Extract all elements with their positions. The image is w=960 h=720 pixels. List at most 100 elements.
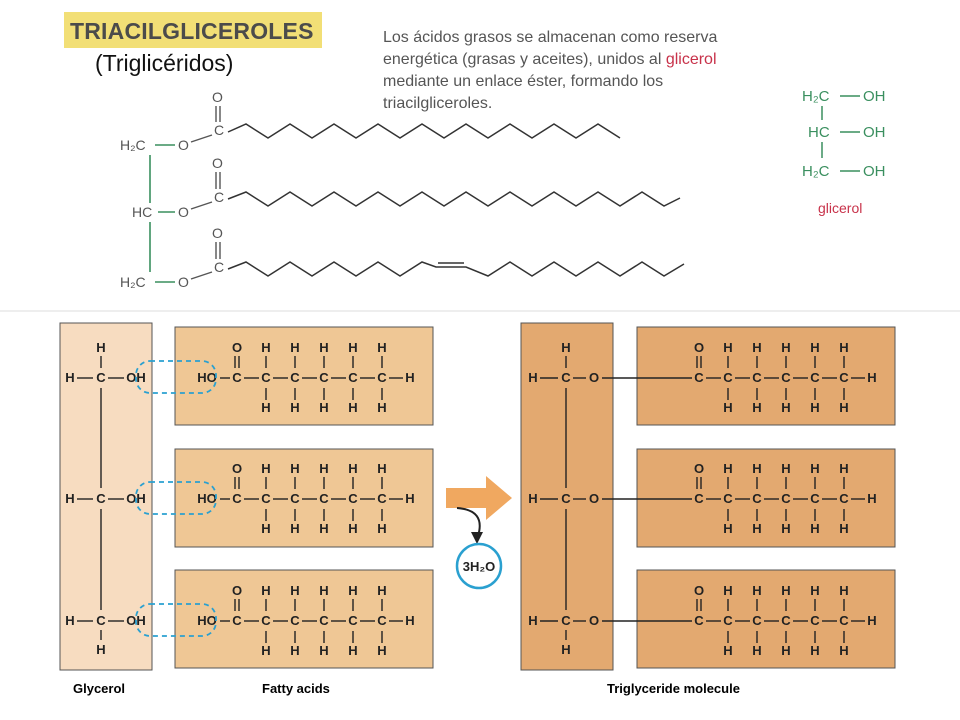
svg-text:HC: HC: [808, 124, 830, 141]
svg-text:H₂C: H₂C: [802, 88, 830, 105]
atom-label: C: [261, 370, 271, 385]
atom-label: H: [319, 583, 328, 598]
atom-label: H: [839, 521, 848, 536]
atom-label: C: [561, 370, 571, 385]
triglyceride-panel-3: [636, 569, 896, 669]
atom-label: C: [348, 370, 358, 385]
title-highlight: [64, 12, 322, 48]
atom-label: H: [290, 461, 299, 476]
atom-label: H: [261, 643, 270, 658]
atom-label: H: [348, 461, 357, 476]
atom-label: C: [319, 613, 329, 628]
water-release-arrow: [456, 507, 481, 537]
atom-label: H: [528, 491, 537, 506]
atom-label: H: [348, 400, 357, 415]
glycerol-structure: H₂C HC H₂C OH OH OH: [802, 88, 886, 180]
atom-label: H: [723, 643, 732, 658]
water-label: 3H₂O: [463, 559, 496, 574]
triglyceride-label: Triglyceride molecule: [607, 681, 740, 696]
atom-label: O: [589, 491, 599, 506]
atom-label: H: [810, 461, 819, 476]
atom-label: C: [839, 613, 849, 628]
atom-label: H: [810, 400, 819, 415]
atom-label: C: [810, 613, 820, 628]
triglyceride-panel-2: [636, 448, 896, 548]
atom-label: C: [723, 370, 733, 385]
atom-label: C: [810, 491, 820, 506]
atom-label: C: [561, 491, 571, 506]
atom-label: H: [723, 400, 732, 415]
atom-label: H: [839, 461, 848, 476]
svg-text:C: C: [214, 259, 224, 275]
water-loss-highlights: [135, 360, 217, 637]
atom-label: H: [65, 613, 74, 628]
atom-label: C: [839, 370, 849, 385]
atom-label: H: [96, 642, 105, 657]
atom-label: C: [694, 613, 704, 628]
atom-label: C: [348, 491, 358, 506]
atom-label: H: [839, 400, 848, 415]
section-divider: [0, 310, 960, 312]
atom-label: C: [694, 370, 704, 385]
atom-label: H: [752, 340, 761, 355]
atom-label: H: [377, 521, 386, 536]
fatty-acid-panel-3: [174, 569, 434, 669]
atom-label: H: [810, 583, 819, 598]
atom-label: C: [694, 491, 704, 506]
atom-label: H: [752, 521, 761, 536]
atom-label: H: [561, 642, 570, 657]
atom-label: C: [232, 491, 242, 506]
atom-label: C: [752, 491, 762, 506]
atom-label: H: [290, 521, 299, 536]
atom-label: H: [261, 400, 270, 415]
atom-label: H: [290, 643, 299, 658]
atom-label: C: [232, 370, 242, 385]
atom-label: H: [261, 521, 270, 536]
atom-label: H: [348, 340, 357, 355]
page-subtitle: (Triglicéridos): [95, 50, 234, 76]
fatty-acid-panel-2: [174, 448, 434, 548]
triglyceride-backbone-panel: [520, 322, 614, 671]
svg-text:C: C: [214, 122, 224, 138]
atom-label: C: [290, 370, 300, 385]
atom-label: C: [752, 370, 762, 385]
atom-label: H: [377, 400, 386, 415]
atom-label: O: [589, 370, 599, 385]
atom-label: H: [319, 521, 328, 536]
atom-label: H: [839, 583, 848, 598]
chain-2: [227, 191, 681, 207]
atom-label: H: [752, 643, 761, 658]
atom-label: C: [839, 491, 849, 506]
page-title: TRIACILGLICEROLES: [70, 18, 314, 44]
atom-label: H: [261, 461, 270, 476]
atom-label: H: [752, 400, 761, 415]
atom-label: O: [694, 340, 704, 355]
glycerol-bonds: [149, 144, 175, 283]
atom-label: O: [232, 340, 242, 355]
atom-label: C: [96, 370, 106, 385]
atom-label: H: [839, 643, 848, 658]
svg-text:OH: OH: [863, 163, 886, 180]
atom-label: H: [290, 583, 299, 598]
atom-label: C: [781, 370, 791, 385]
atom-label: H: [405, 491, 414, 506]
atom-label: C: [96, 491, 106, 506]
svg-text:H₂C: H₂C: [802, 163, 830, 180]
reaction-arrow: [446, 476, 512, 520]
description-text: Los ácidos grasos se almacenan como rese…: [383, 29, 718, 112]
atom-label: H: [810, 643, 819, 658]
atom-label: H: [781, 643, 790, 658]
atom-label: O: [232, 461, 242, 476]
atom-label: H: [405, 613, 414, 628]
glycerol-highlight: glicerol: [665, 51, 717, 68]
atom-label: H: [377, 461, 386, 476]
atom-label: H: [752, 583, 761, 598]
h2c-label-1: H₂C: [120, 137, 146, 153]
fatty-acid-chains: [227, 123, 685, 277]
atom-label: C: [290, 613, 300, 628]
atom-label: C: [781, 491, 791, 506]
atom-label: H: [290, 400, 299, 415]
atom-label: H: [723, 583, 732, 598]
atom-label: H: [810, 521, 819, 536]
